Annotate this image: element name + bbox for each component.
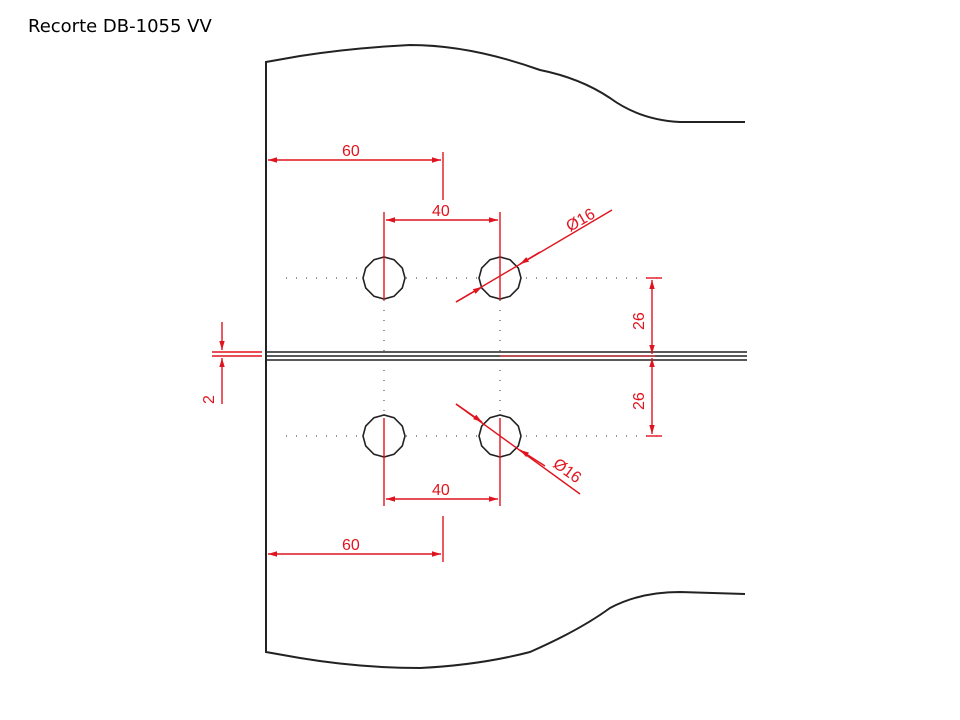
dim-bottom-edge-to-hole: 60	[268, 516, 444, 562]
dim-gap: 2	[201, 322, 262, 404]
dim-bottom-center-offset: 26	[631, 358, 662, 437]
center-seam	[266, 351, 747, 361]
dim-label-d16-bottom: Ø16	[550, 455, 585, 487]
dim-top-center-offset: 26	[631, 277, 662, 354]
dim-label-40-bottom: 40	[432, 482, 450, 499]
dim-label-60-bottom: 60	[342, 537, 360, 554]
dim-label-60-top: 60	[342, 143, 360, 160]
dim-label-40-top: 40	[432, 203, 450, 220]
hole-centerlines	[286, 277, 660, 437]
drawing-title: Recorte DB-1055 VV	[28, 16, 212, 37]
dim-label-26-top: 26	[631, 312, 648, 330]
dim-top-edge-to-hole: 60	[268, 143, 444, 200]
dim-bottom-hole-diameter: Ø16	[455, 403, 585, 495]
dim-bottom-hole-spacing: 40	[383, 418, 501, 506]
part-outline	[265, 43, 746, 670]
dim-top-hole-spacing: 40	[383, 203, 501, 300]
dim-label-2: 2	[201, 395, 218, 404]
dim-label-26-bottom: 26	[631, 392, 648, 410]
dim-label-d16-top: Ø16	[564, 206, 599, 236]
holes	[362, 256, 522, 458]
